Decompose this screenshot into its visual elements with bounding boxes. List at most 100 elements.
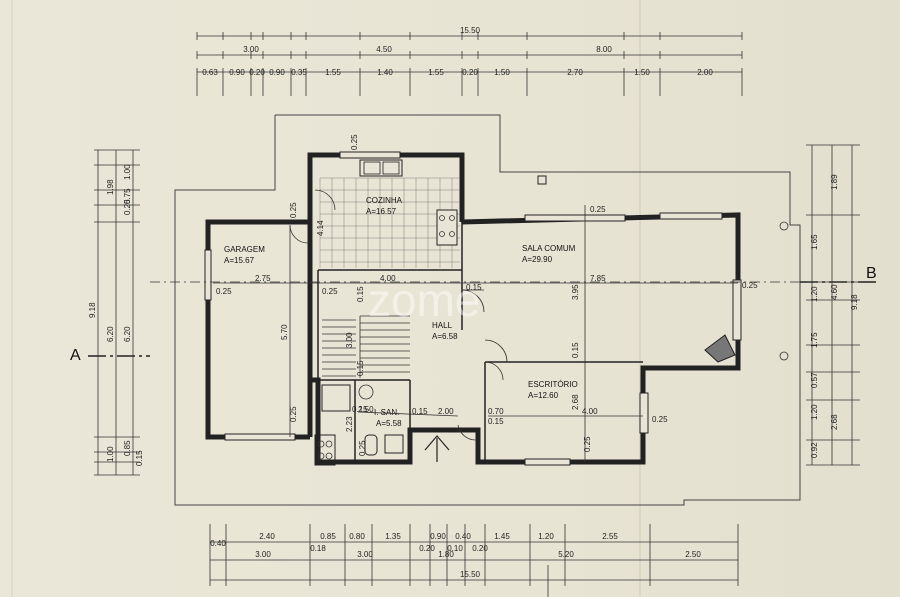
room-labels: COZINHA A=16.57 GARAGEM A=15.67 SALA COM… (224, 196, 578, 428)
dim-top-detail: 0.90 (229, 68, 245, 77)
dim-bottom-small: 0.20 (472, 544, 488, 553)
entrance-arrow (424, 435, 450, 462)
left-dimension-chain: 9.18 6.20 6.20 1.98 0.75 0.25 1.00 1.00 … (88, 149, 144, 476)
dim-right: 1.75 (810, 332, 819, 348)
inner-dim: 0.70 (488, 407, 504, 416)
inner-dim: 3.95 (571, 284, 580, 300)
room-name-garagem: GARAGEM (224, 245, 265, 254)
dim-top-detail: 0.90 (269, 68, 285, 77)
dim-left: 1.00 (106, 446, 115, 462)
room-area-hall: A=6.58 (432, 332, 458, 341)
windows (204, 151, 742, 466)
posts (537, 175, 789, 361)
dim-left: 6.20 (123, 326, 132, 342)
dim-top-detail: 0.63 (202, 68, 218, 77)
dim-right: 1.65 (810, 234, 819, 250)
dim-top-detail: 1.55 (325, 68, 341, 77)
inner-dim: 4.00 (582, 407, 598, 416)
inner-dim: 0.25 (216, 287, 232, 296)
inner-dim: 2.75 (255, 274, 271, 283)
inner-dim: 4.14 (316, 220, 325, 236)
dim-top-detail: 1.40 (377, 68, 393, 77)
room-area-cozinha: A=16.57 (366, 207, 397, 216)
dim-right: 0.57 (810, 372, 819, 388)
right-dimension-chain: 1.89 1.65 1.20 4.60 9.18 1.75 0.57 1.20 … (806, 144, 860, 466)
dim-top-detail: 1.50 (494, 68, 510, 77)
dim-left: 6.20 (106, 326, 115, 342)
inner-dim: 7.85 (590, 274, 606, 283)
bathroom-fixtures (314, 384, 404, 466)
dim-top-mid: 4.50 (376, 45, 392, 54)
dim-top-detail: 2.00 (697, 68, 713, 77)
inner-dim: 0.15 (488, 417, 504, 426)
room-name-hall: HALL (432, 321, 453, 330)
inner-dim: 0.25 (652, 415, 668, 424)
dim-top-detail: 0.20 (249, 68, 265, 77)
dim-bottom-mid: 3.00 (255, 550, 271, 559)
room-name-cozinha: COZINHA (366, 196, 403, 205)
inner-dim: 0.25 (742, 281, 758, 290)
dim-bottom-detail: 1.45 (494, 532, 510, 541)
dim-bottom-mid: 5.20 (558, 550, 574, 559)
inner-dim: 0.25 (289, 202, 298, 218)
dim-bottom-mid: 1.80 (438, 550, 454, 559)
dim-bottom-detail: 1.20 (538, 532, 554, 541)
inner-dim: 2.00 (438, 407, 454, 416)
inner-dim: 0.15 (356, 360, 365, 376)
dim-right: 0.92 (810, 442, 819, 458)
room-area-garagem: A=15.67 (224, 256, 255, 265)
dim-left: 0.75 (123, 188, 132, 204)
dim-bottom-detail: 0.40 (455, 532, 471, 541)
dim-bottom-mid: 3.00 (357, 550, 373, 559)
dim-bottom-small: 0.18 (310, 544, 326, 553)
inner-dim: 0.25 (289, 406, 298, 422)
dim-bottom-detail: 0.90 (430, 532, 446, 541)
dim-top-detail: 1.50 (634, 68, 650, 77)
dim-right: 1.89 (830, 174, 839, 190)
inner-dim: 0.25 (358, 440, 367, 456)
kitchen-stove (436, 209, 458, 246)
fireplace (704, 334, 736, 363)
section-mark-b: B (866, 265, 877, 282)
section-mark-a: A (70, 347, 81, 364)
dim-left: 9.18 (88, 302, 97, 318)
dim-bottom-detail: 2.55 (602, 532, 618, 541)
room-name-escritorio: ESCRITÓRIO (528, 380, 578, 389)
dim-right: 2.68 (830, 414, 839, 430)
dim-top-detail: 0.35 (291, 68, 307, 77)
roof-eave-outline (174, 114, 801, 506)
bottom-dimension-chain: 0.40 2.40 0.85 0.80 1.35 0.90 0.40 1.45 … (209, 524, 739, 597)
dim-right: 1.20 (810, 286, 819, 302)
inner-dimensions: 0.25 0.25 0.25 4.14 2.75 0.25 4.00 0.25 … (213, 134, 758, 462)
dim-bottom-detail: 0.40 (210, 539, 226, 548)
dim-right: 1.20 (810, 404, 819, 420)
inner-dim: 2.68 (571, 394, 580, 410)
room-area-isan: A=5.58 (376, 419, 402, 428)
inner-dim: 2.50 (358, 405, 374, 414)
room-name-isan: I. SAN. (374, 408, 399, 417)
interior-walls (317, 222, 643, 462)
dim-left: 0.25 (123, 199, 132, 215)
watermark-logo: zome (368, 274, 480, 326)
inner-dim: 0.15 (571, 342, 580, 358)
inner-dim: 4.00 (380, 274, 396, 283)
inner-dim: 0.15 (466, 283, 482, 292)
dim-left: 0.85 (123, 440, 132, 456)
dim-bottom-small: 0.20 (419, 544, 435, 553)
dim-right: 4.60 (830, 284, 839, 300)
kitchen-sink (359, 159, 403, 177)
inner-dim: 2.23 (345, 416, 354, 432)
dim-left: 1.00 (123, 164, 132, 180)
room-name-sala: SALA COMUM (522, 244, 576, 253)
dim-bottom-small: 0.10 (447, 544, 463, 553)
room-area-sala: A=29.90 (522, 255, 553, 264)
dim-bottom-detail: 0.85 (320, 532, 336, 541)
dim-bottom-detail: 0.80 (349, 532, 365, 541)
inner-dim: 0.25 (590, 205, 606, 214)
inner-dim: 0.15 (352, 405, 368, 414)
dim-left: 0.15 (135, 450, 144, 466)
dim-top-detail: 0.20 (462, 68, 478, 77)
inner-dim: 0.15 (412, 407, 428, 416)
